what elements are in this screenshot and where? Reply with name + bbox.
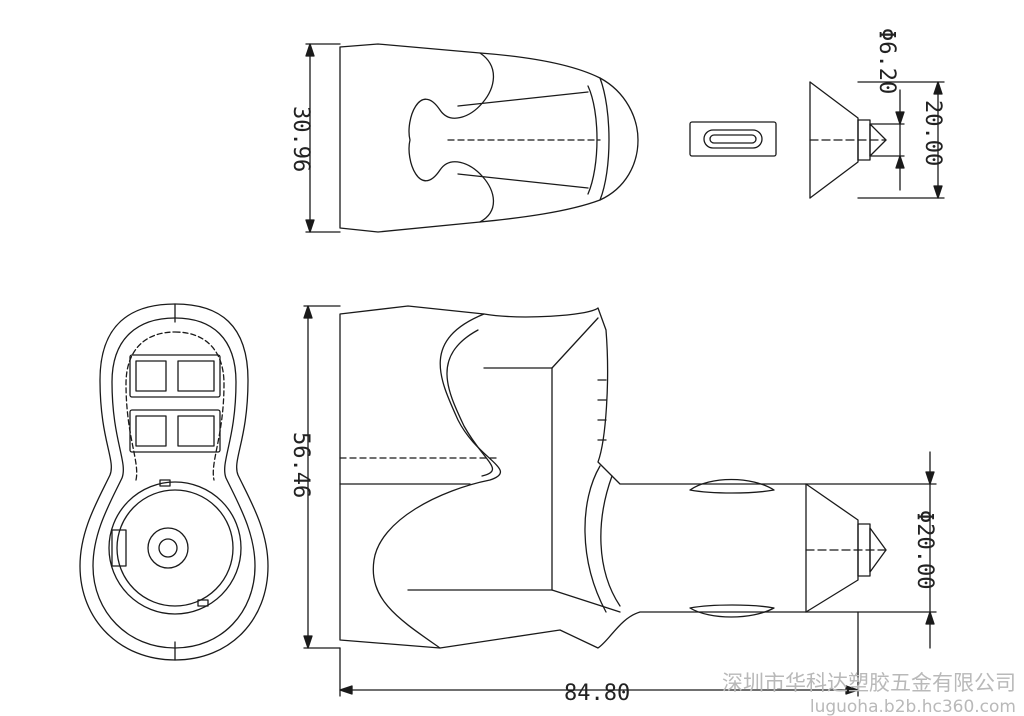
- socket-ring-outer: [108, 481, 242, 615]
- spring-clip-top: [689, 478, 775, 494]
- side-view: [339, 305, 887, 649]
- dim-height-small: [857, 81, 945, 199]
- usb-c-port: [689, 121, 777, 157]
- dim-label-phi-small: Φ6.20: [874, 28, 899, 94]
- dim-height-side: [303, 305, 341, 649]
- dim-label-length: 84.80: [564, 681, 630, 706]
- top-view-cap-inner: [587, 85, 598, 195]
- top-view-outline: [339, 43, 639, 233]
- dim-label-height-side: 56.46: [288, 432, 313, 498]
- dim-width-top: [305, 43, 341, 233]
- socket-contact: [147, 527, 189, 569]
- top-view-wave: [408, 52, 495, 223]
- dim-phi-large: [805, 451, 937, 649]
- top-view-line: [457, 173, 589, 189]
- top-view-line: [457, 91, 589, 107]
- watermark-company: 深圳市华科达塑胶五金有限公司: [722, 671, 1016, 695]
- side-wave-inner: [446, 329, 494, 477]
- spring-clip-bottom: [689, 604, 775, 618]
- front-rim: [125, 331, 225, 481]
- top-view: [339, 43, 639, 233]
- dim-length: [339, 611, 859, 697]
- side-wave: [372, 313, 502, 649]
- front-inner-outline: [92, 317, 256, 649]
- socket-ring-inner: [116, 489, 234, 607]
- dim-label-height-small: 20.00: [920, 100, 945, 166]
- top-view-cap-line: [599, 77, 610, 201]
- front-view: [79, 303, 269, 661]
- watermark-url: luguoha.b2b.hc360.com: [810, 697, 1016, 716]
- side-outline: [339, 305, 807, 649]
- usb-slot-1: [129, 354, 221, 398]
- usb-slot-2: [129, 409, 221, 453]
- plug-tip-top: [809, 81, 887, 199]
- dim-label-phi-large: Φ20.00: [912, 510, 937, 589]
- dim-phi-small: [869, 89, 905, 191]
- dim-label-width-top: 30.96: [288, 106, 313, 172]
